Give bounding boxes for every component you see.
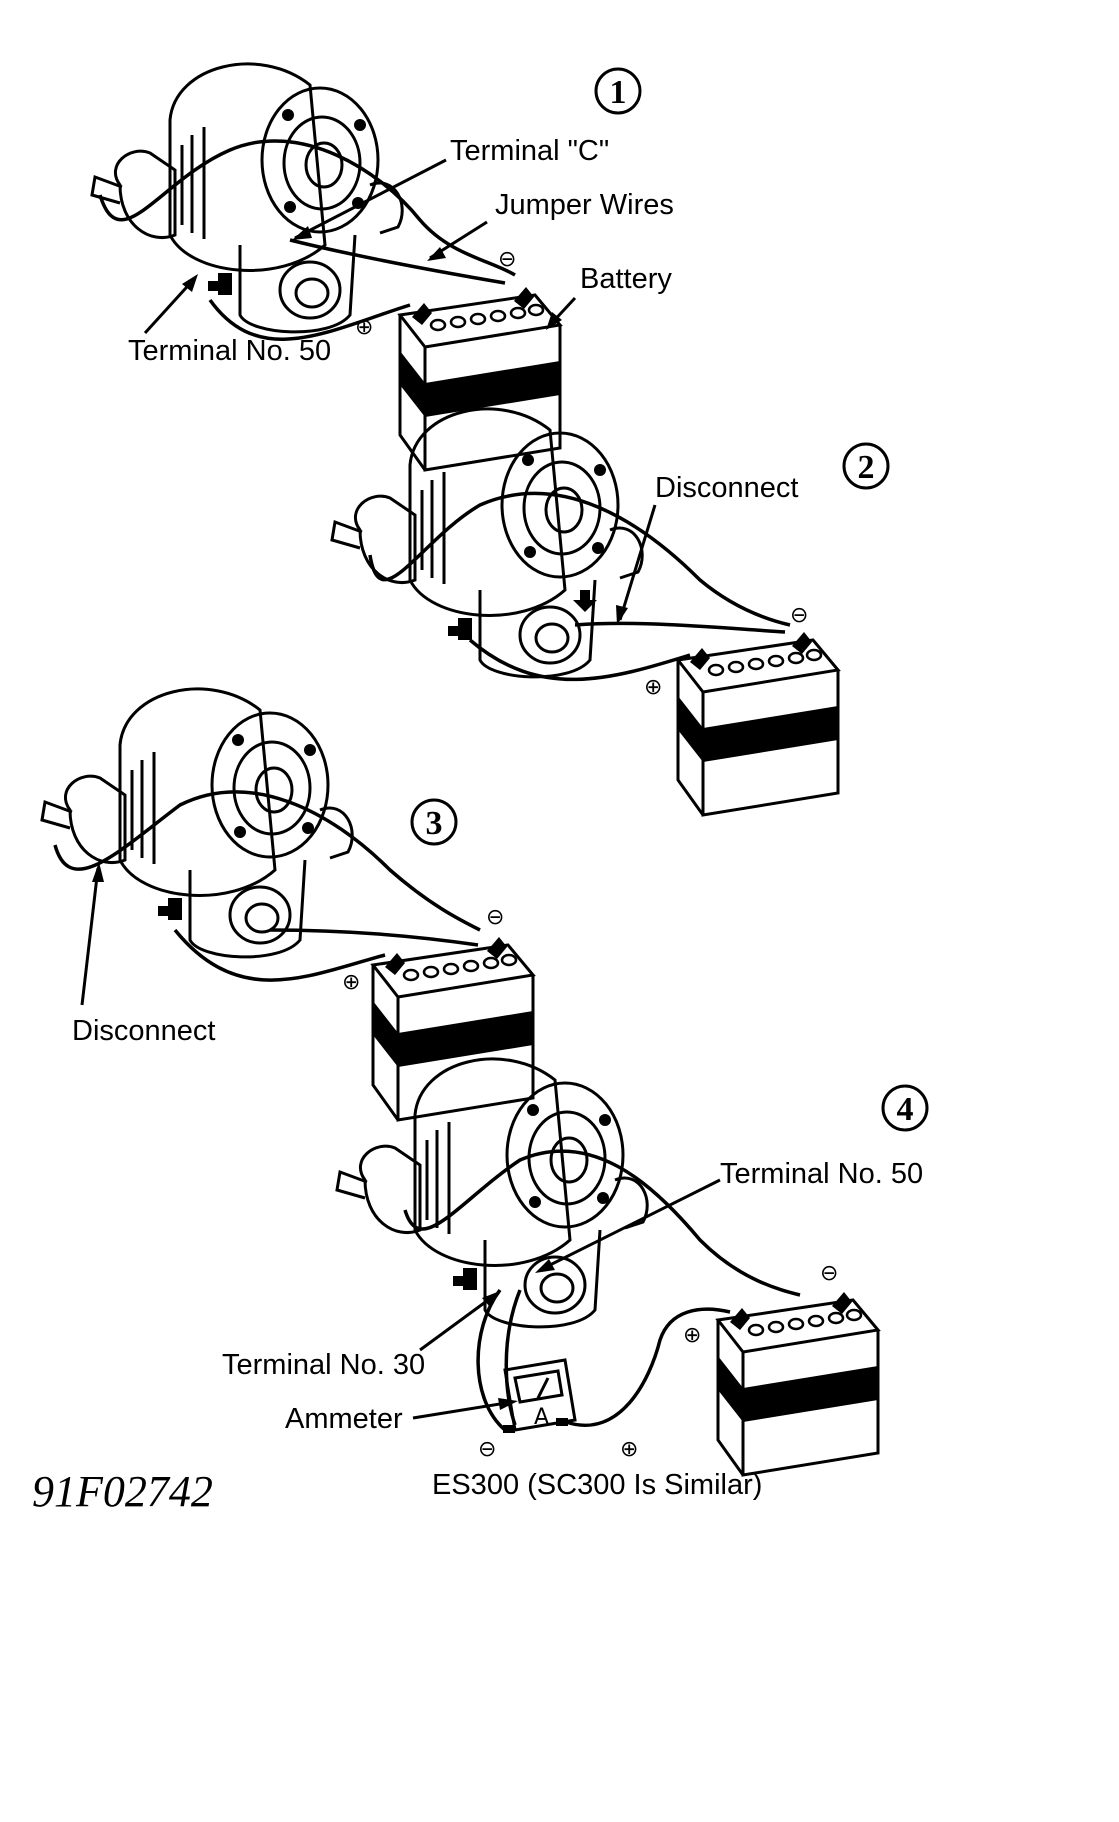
step-badge-1: 1 (594, 67, 642, 115)
ammeter-negative-symbol: ⊖ (478, 1437, 496, 1462)
label-disconnect-2: Disconnect (655, 472, 798, 504)
svg-text:4: 4 (897, 1091, 914, 1128)
figure-id: 91F02742 (32, 1467, 213, 1516)
battery-negative-symbol: ⊖ (486, 905, 504, 930)
ammeter-unit: A (534, 1405, 549, 1430)
label-battery: Battery (580, 263, 672, 295)
leader-terminal-30 (419, 1293, 496, 1352)
leader-terminal-c (294, 158, 447, 240)
jumper-wire-4 (368, 491, 791, 627)
label-terminal-c: Terminal "C" (450, 135, 609, 167)
jumper-wire-1 (98, 139, 516, 277)
jumper-wire-6 (574, 621, 786, 634)
panel-3: 3 Disconnect ⊖ ⊕ (40, 687, 535, 1122)
svg-text:2: 2 (858, 449, 875, 486)
ammeter-positive-symbol: ⊕ (620, 1437, 638, 1462)
label-terminal-30: Terminal No. 30 (222, 1349, 425, 1381)
down-arrow-icon (573, 590, 597, 612)
leader-disconnect-3 (80, 867, 100, 1006)
battery-positive-symbol: ⊕ (355, 315, 373, 340)
svg-text:1: 1 (610, 74, 627, 111)
leader-terminal-50-4 (539, 1178, 721, 1272)
jumper-wire-5 (468, 638, 691, 682)
jumper-wire-9 (269, 928, 479, 947)
jumper-wire-7 (53, 790, 481, 932)
leader-ammeter (412, 1400, 513, 1420)
panel-2: 2 Disconnect ⊖ ⊕ (330, 407, 890, 817)
battery-1 (398, 285, 562, 472)
label-terminal-50: Terminal No. 50 (128, 335, 331, 367)
battery-positive-symbol: ⊕ (644, 675, 662, 700)
label-jumper-wires: Jumper Wires (495, 189, 674, 221)
battery-2 (676, 630, 840, 817)
starter-motor-3 (40, 687, 354, 959)
jumper-wire-10 (403, 1149, 801, 1297)
step-badge-4: 4 (881, 1084, 929, 1132)
step-badge-3: 3 (410, 798, 458, 846)
jumper-wire-3 (289, 238, 506, 285)
svg-text:3: 3 (426, 805, 443, 842)
battery-negative-symbol: ⊖ (790, 603, 808, 628)
jumper-wire-8 (173, 928, 386, 982)
ammeter-wire-2 (504, 1289, 522, 1426)
figure-caption: ES300 (SC300 Is Similar) (432, 1469, 762, 1501)
label-terminal-50-4: Terminal No. 50 (720, 1158, 923, 1190)
panel-1: 1 Terminal "C" Jumper Wires Battery Term… (90, 62, 674, 472)
jumper-wire-2 (208, 298, 411, 341)
ammeter-wire-pos (565, 1307, 731, 1427)
step-badge-2: 2 (842, 442, 890, 490)
battery-4 (716, 1290, 880, 1477)
label-disconnect-3: Disconnect (72, 1015, 215, 1047)
battery-3 (371, 935, 535, 1122)
battery-negative-symbol: ⊖ (498, 247, 516, 272)
starter-motor-1 (90, 62, 404, 334)
leader-disconnect-2 (618, 504, 657, 621)
battery-negative-symbol: ⊖ (820, 1261, 838, 1286)
label-ammeter: Ammeter (285, 1403, 403, 1435)
battery-positive-symbol: ⊕ (342, 970, 360, 995)
battery-positive-symbol: ⊕ (683, 1323, 701, 1348)
starter-motor-2 (330, 407, 644, 679)
panel-4: A 4 Terminal No. 50 Terminal No. 30 Amme… (222, 1057, 929, 1477)
